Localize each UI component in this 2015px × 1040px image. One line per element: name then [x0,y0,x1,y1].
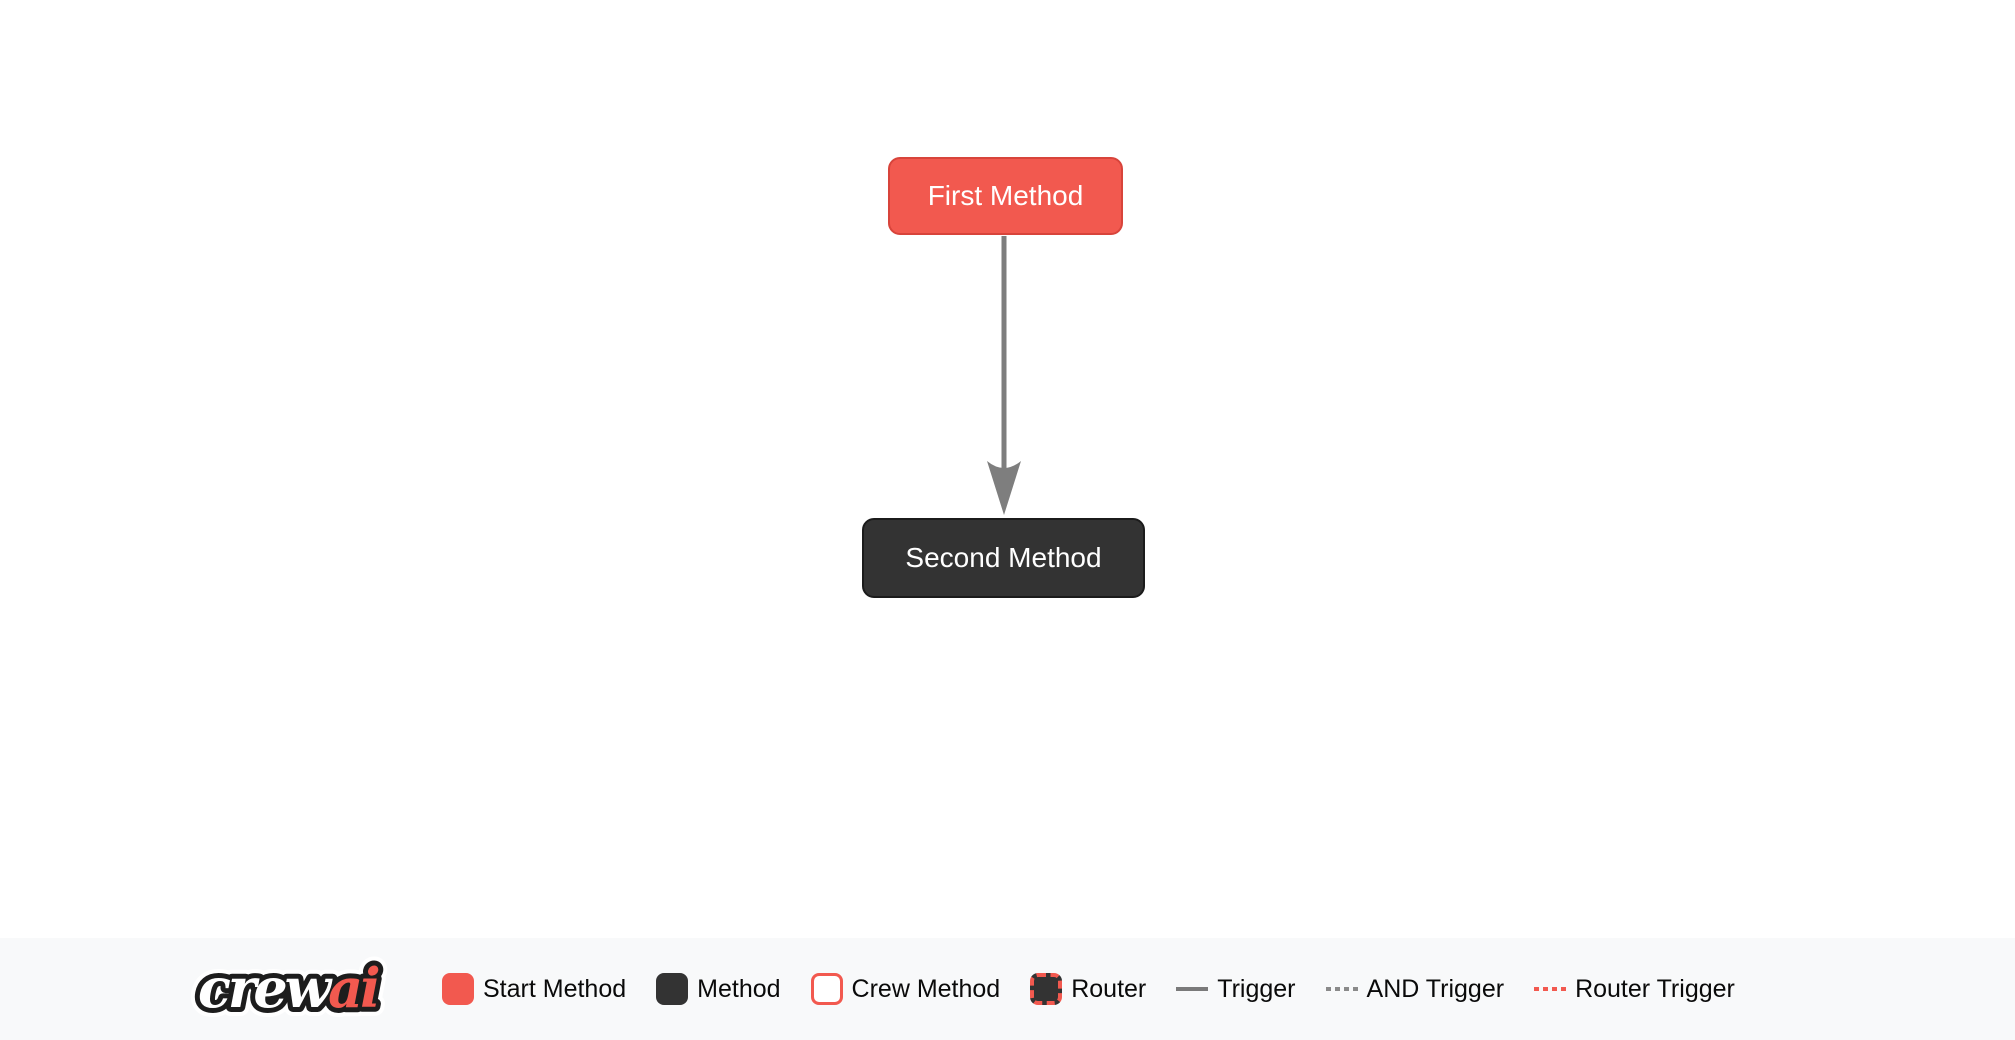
legend-item-router-trigger: Router Trigger [1534,975,1735,1004]
legend-item-trigger: Trigger [1176,974,1296,1004]
legend-label: Crew Method [851,974,1001,1003]
start-method-swatch-icon [442,973,474,1005]
trigger-line-icon [1176,987,1209,991]
logo-outline-ai: ai [328,956,379,1020]
node-first-method[interactable]: First Method [888,157,1123,235]
svg-text:crewai: crewai [198,956,379,1020]
legend-item-and-trigger: AND Trigger [1325,974,1505,1004]
logo-halo-crew: crew [198,956,334,1020]
edge-layer [987,236,1021,515]
node-first-method-label: First Method [927,180,1084,211]
crew-method-swatch-icon [810,973,843,1005]
node-second-method-label: Second Method [905,542,1102,573]
legend-label: Start Method [483,974,627,1003]
router-trigger-line-icon [1534,987,1567,991]
node-second-method[interactable]: Second Method [862,518,1145,598]
legend: Start Method Method Crew Method Router T… [442,973,1735,1005]
method-swatch-icon [656,973,689,1005]
legend-label: Trigger [1217,974,1296,1003]
flow-canvas[interactable]: First Method Second Method [0,0,2015,938]
logo-text-crew: crew [198,956,334,1020]
legend-footer: crewai crewai crewai Start Method [0,938,2015,1040]
svg-text:crewai: crewai [198,956,379,1020]
crewai-logo: crewai crewai crewai [190,949,416,1029]
and-trigger-line-icon [1325,987,1358,991]
legend-label: Router Trigger [1575,974,1735,1003]
legend-label: Method [697,974,781,1003]
legend-item-start-method: Start Method [442,973,626,1005]
legend-label: Router [1071,974,1147,1003]
legend-item-crew-method: Crew Method [810,973,1001,1005]
trigger-edge-arrowhead [987,461,1021,515]
logo-text-ai: ai [328,956,379,1020]
legend-label: AND Trigger [1366,974,1505,1003]
legend-item-router: Router [1030,973,1146,1005]
router-swatch-icon [1030,973,1063,1005]
legend-item-method: Method [656,973,781,1005]
logo-outline-crew: crew [198,956,334,1020]
crewai-logo-svg: crewai crewai crewai [190,949,391,1029]
